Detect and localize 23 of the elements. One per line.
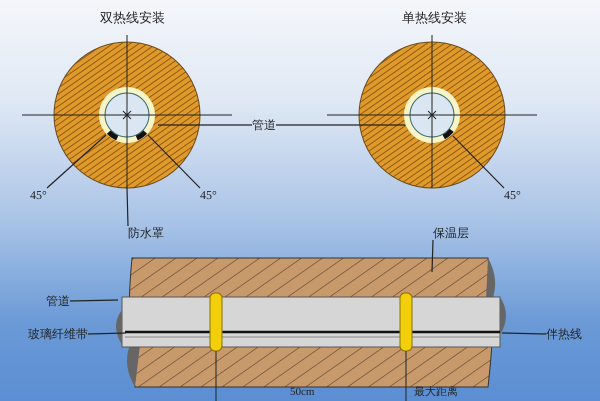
- leader-line: [431, 240, 434, 272]
- leader-line: [158, 124, 252, 126]
- callout-label: 玻璃纤维带: [28, 327, 88, 342]
- drawing-title: 双热线安装: [100, 10, 165, 26]
- leader-line: [148, 134, 200, 188]
- callout-label: 管道: [46, 294, 70, 308]
- callout-label: 防水罩: [128, 226, 164, 240]
- leader-line: [502, 332, 546, 335]
- callout-label: 45°: [200, 188, 217, 202]
- callout-label: 伴热线: [546, 327, 582, 342]
- leader-line: [126, 188, 129, 226]
- callout-label: 45°: [30, 188, 47, 202]
- leader-line: [46, 134, 106, 188]
- leader-line: [276, 124, 405, 126]
- callout-label: 管道: [252, 118, 276, 132]
- drawing-title: 单热线安装: [402, 10, 467, 26]
- leader-line: [88, 332, 126, 335]
- dimension-text: 最大距离: [414, 386, 458, 400]
- callout-label: 45°: [504, 188, 521, 202]
- leader-line: [70, 299, 118, 302]
- callout-label: 保温层: [433, 226, 469, 240]
- leader-line: [452, 136, 504, 188]
- dimension-text: 50cm: [290, 386, 314, 400]
